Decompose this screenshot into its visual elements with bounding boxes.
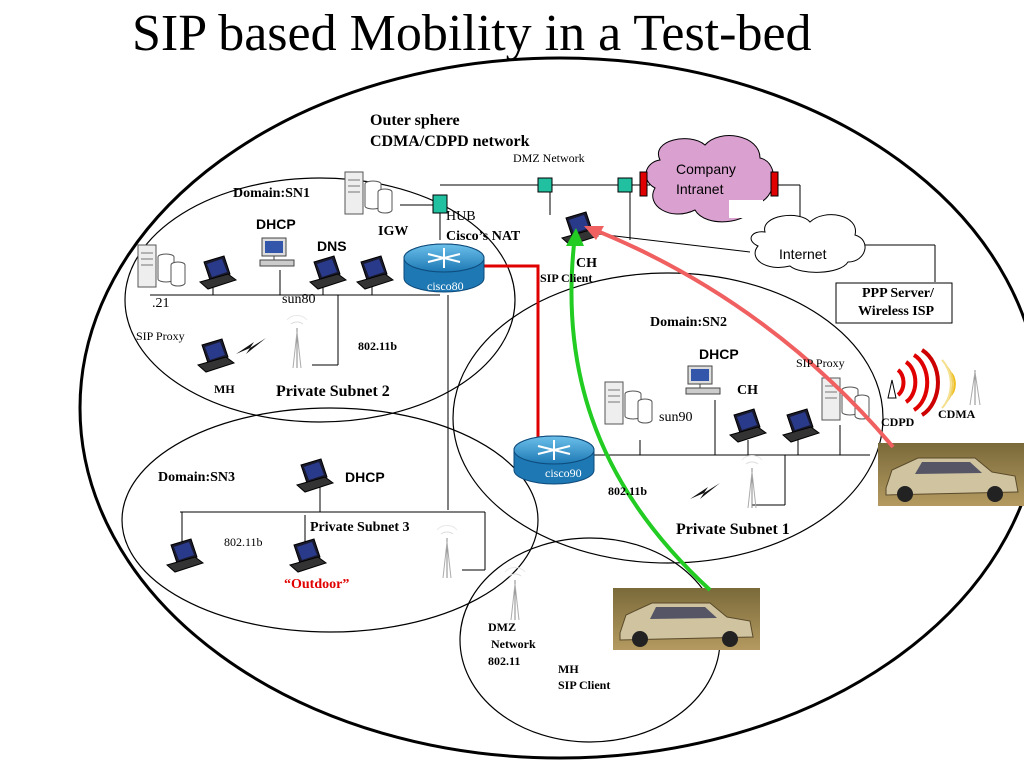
sn1-sun80-label: sun80: [282, 292, 316, 307]
outer-sphere-label-1: Outer sphere: [370, 112, 460, 129]
sn1-laptop-2-icon: [356, 255, 394, 290]
company-intranet-label-1: Company: [676, 161, 736, 177]
sn1-dns-label: DNS: [317, 238, 347, 254]
sn3-dhcp-label: DHCP: [345, 469, 385, 485]
car-sn2-image: [878, 443, 1024, 506]
sn1-mh-label: MH: [214, 382, 235, 396]
outer-sphere: [78, 56, 1024, 760]
sn2-wireless-bolt-icon: [690, 483, 720, 499]
ch-top-sip-client-label: SIP Client: [540, 271, 593, 285]
sn2-sun90-label: sun90: [659, 410, 693, 425]
sn3-domain-label: Domain:SN3: [158, 470, 236, 485]
sn2-ch-laptop-icon: [729, 408, 767, 443]
sn1-dhcp-pc-icon: [259, 237, 295, 267]
hub-label: HUB: [446, 209, 476, 224]
subnet-sn3-ellipse: [121, 407, 539, 633]
ppp-server-label-1: PPP Server/: [862, 286, 934, 301]
handoff-path-salmon: [589, 226, 895, 449]
igw-server-icon: [344, 171, 393, 215]
igw-label: IGW: [378, 224, 409, 239]
sn3-antenna-icon: [436, 525, 458, 579]
sn2-dhcp-pc-icon: [685, 365, 721, 395]
sn3-laptop-1-icon: [166, 538, 204, 573]
hub-dmz-2: [617, 177, 633, 193]
cisco90-label: cisco90: [545, 466, 582, 480]
company-intranet-cloud: [639, 135, 779, 223]
company-intranet-label-2: Intranet: [676, 181, 724, 197]
dmz-bottom-label-3: 802.11: [488, 654, 521, 668]
sn3-wifi-label: 802.11b: [224, 535, 263, 549]
sn2-ch-label: CH: [737, 383, 758, 398]
mh-bottom-label: MH: [558, 662, 579, 676]
sn3-dhcp-laptop-icon: [296, 458, 334, 493]
sn1-domain-label: Domain:SN1: [233, 186, 311, 201]
sn1-antenna-icon: [286, 315, 308, 369]
dmz-antenna-icon: [504, 567, 526, 621]
router-cisco90[interactable]: [513, 435, 595, 485]
router-cisco80[interactable]: [403, 243, 485, 293]
internet-cloud: [750, 214, 866, 273]
sn1-dhcp-label: DHCP: [256, 216, 296, 232]
sn1-mh-laptop-icon: [197, 338, 235, 373]
cisco-nat-label: Cisco’s NAT: [446, 229, 521, 244]
subnet-sn2-ellipse: [452, 272, 884, 564]
internet-label: Internet: [779, 246, 827, 262]
dmz-bottom-label-2: Network: [491, 637, 536, 651]
sn1-sip-proxy-label: SIP Proxy: [136, 329, 185, 343]
dmz-bottom-label-1: DMZ: [488, 620, 516, 634]
sn3-subnet-name: Private Subnet 3: [310, 520, 410, 535]
sn1-server-icon: [137, 244, 186, 288]
sn2-antenna-icon: [741, 455, 763, 509]
ppp-server-box: [835, 282, 953, 324]
cisco80-label: cisco80: [427, 279, 464, 293]
sn2-dhcp-label: DHCP: [699, 346, 739, 362]
sn2-subnet-name: Private Subnet 1: [676, 521, 790, 538]
ch-top-label: CH: [576, 256, 597, 271]
car-dmz-image: [613, 588, 760, 650]
red-uplink: [482, 264, 540, 448]
sn2-server-icon: [604, 381, 653, 425]
sn1-laptop-1-icon: [199, 255, 237, 290]
cdpd-tower: [887, 348, 940, 417]
mh-bottom-sip-client-label: SIP Client: [558, 678, 611, 692]
hub-igw: [432, 194, 448, 214]
handoff-arrow-green: [566, 228, 584, 246]
sn1-wifi-label: 802.11b: [358, 339, 398, 353]
sn1-host-21-label: .21: [152, 296, 170, 311]
cdpd-label: CDPD: [881, 415, 915, 429]
sn3-outdoor-label: “Outdoor”: [284, 577, 350, 592]
ppp-server-label-2: Wireless ISP: [858, 304, 935, 319]
hub-dmz-1: [537, 177, 553, 193]
sn1-dns-laptop-icon: [309, 255, 347, 290]
sn2-laptop-icon: [782, 408, 820, 443]
sn1-wireless-bolt-icon: [236, 338, 266, 354]
sn2-domain-label: Domain:SN2: [650, 315, 728, 330]
sn2-wifi-label: 802.11b: [608, 484, 648, 498]
page-title: SIP based Mobility in a Test-bed: [132, 5, 812, 62]
outer-sphere-label-2: CDMA/CDPD network: [370, 133, 530, 150]
sn2-sip-proxy-label: SIP Proxy: [796, 356, 845, 370]
cdma-tower: [941, 359, 981, 409]
sn3-outdoor-laptop-icon: [289, 538, 327, 573]
cdma-label: CDMA: [938, 407, 976, 421]
handoff-path-green: [569, 234, 712, 592]
subnet-sn1-ellipse: [124, 177, 516, 423]
handoff-arrow-salmon: [584, 226, 604, 240]
dmz-network-top-label: DMZ Network: [513, 151, 585, 165]
sn1-subnet-name: Private Subnet 2: [276, 383, 390, 400]
